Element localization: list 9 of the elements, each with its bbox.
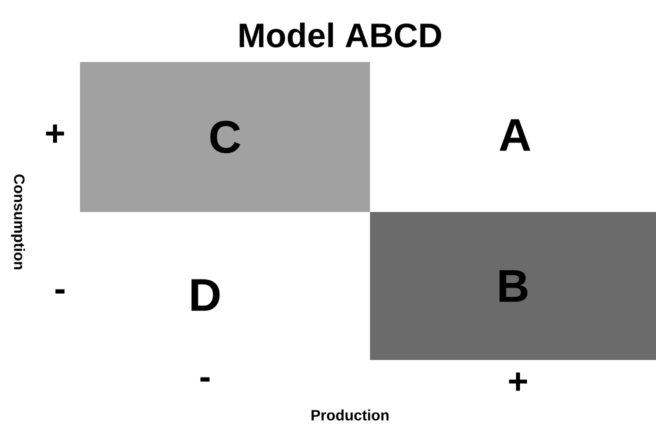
axis-sign: - [200, 377, 210, 382]
quadrant-letter: D [192, 279, 220, 311]
quadrant-box: C [80, 62, 370, 212]
title: Model ABCD [240, 22, 442, 48]
axis-title: Production [312, 410, 389, 420]
axis-title: Consumption [11, 174, 25, 270]
quadrant-box: B [370, 212, 656, 360]
axis-sign: - [55, 289, 65, 294]
quadrant-letter: A [500, 119, 530, 151]
